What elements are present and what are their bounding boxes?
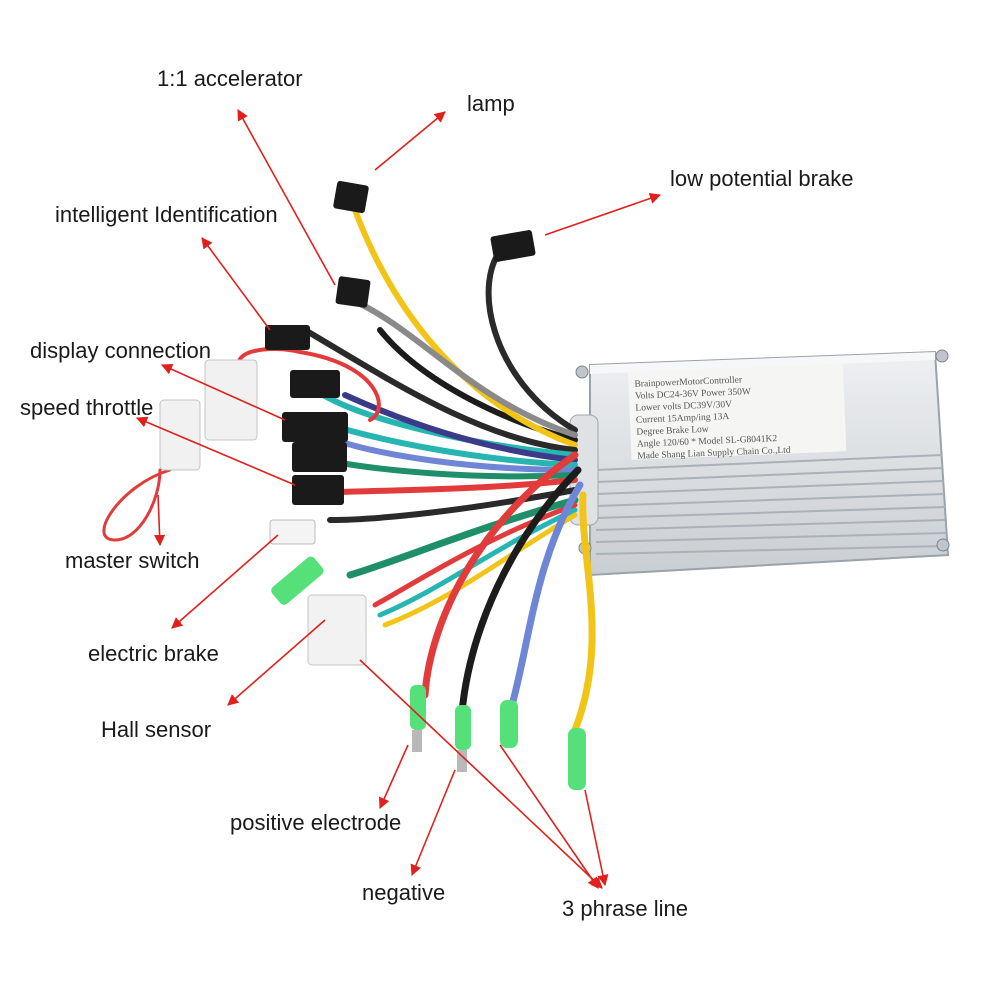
connectors: [159, 180, 586, 790]
motor-controller-box: BrainpowerMotorController Volts DC24-36V…: [569, 349, 950, 577]
label-electric-brake: electric brake: [88, 641, 219, 666]
accelerator-connector: [333, 180, 369, 214]
callout-arrows: [135, 109, 662, 889]
display-connector: [204, 359, 258, 441]
phase-terminal: [568, 728, 586, 790]
terminal-pin: [412, 730, 422, 752]
positive-terminal: [410, 685, 426, 730]
label-accelerator: 1:1 accelerator: [157, 66, 303, 91]
lamp-connector: [335, 276, 371, 308]
label-hall-sensor: Hall sensor: [101, 717, 212, 742]
label-negative: negative: [362, 880, 446, 905]
controller-label-line: Lower volts DC39V/30V: [635, 400, 732, 414]
phase-terminal: [500, 700, 518, 748]
label-speed-throttle: speed throttle: [20, 395, 154, 420]
controller-label-line: Volts DC24-36V Power 350W: [635, 387, 751, 402]
controller-label-line: Degree Brake Low: [636, 425, 709, 438]
label-positive-electrode: positive electrode: [230, 810, 402, 835]
label-3-phrase-line: 3 phrase line: [562, 896, 688, 921]
label-lamp: lamp: [467, 91, 515, 116]
connector-black: [292, 442, 347, 472]
connector-black: [282, 412, 348, 442]
negative-terminal: [455, 705, 471, 750]
connector-black: [290, 370, 340, 398]
hall-sensor-connector: [307, 594, 367, 666]
connector-black: [292, 475, 344, 505]
label-master-switch: master switch: [65, 548, 200, 573]
wire-bundle: [102, 207, 596, 734]
cooling-fins: [595, 454, 947, 555]
electric-brake-connector: [271, 556, 324, 605]
label-low-potential-brake: low potential brake: [670, 166, 854, 191]
label-intelligent-identification: intelligent Identification: [55, 202, 278, 227]
terminal-pin: [457, 750, 467, 772]
controller-label: [628, 363, 847, 460]
low-brake-connector: [490, 230, 536, 262]
master-switch-connector: [269, 519, 316, 545]
identification-connector: [265, 325, 310, 350]
throttle-connector: [159, 399, 201, 471]
controller-label-line: BrainpowerMotorController: [634, 375, 743, 389]
controller-label-line: Current 15Amp/ing 13A: [636, 412, 730, 426]
label-display-connection: display connection: [30, 338, 212, 363]
